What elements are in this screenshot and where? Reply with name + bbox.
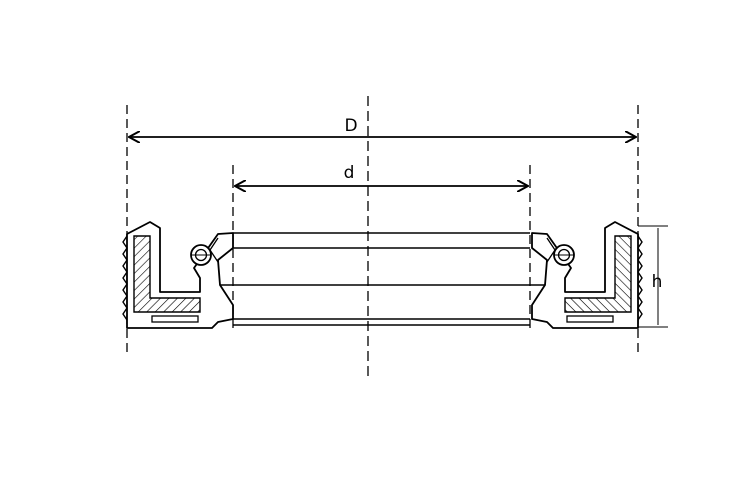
label-outer-diameter: D: [344, 116, 357, 136]
label-inner-diameter: d: [344, 163, 355, 183]
label-height: h: [652, 272, 663, 292]
garter-spring-left: [190, 244, 212, 266]
seal-inner-band: [220, 232, 545, 326]
seal-section-right: [531, 221, 643, 329]
seal-section-left: [122, 221, 234, 329]
garter-spring-right: [553, 244, 575, 266]
